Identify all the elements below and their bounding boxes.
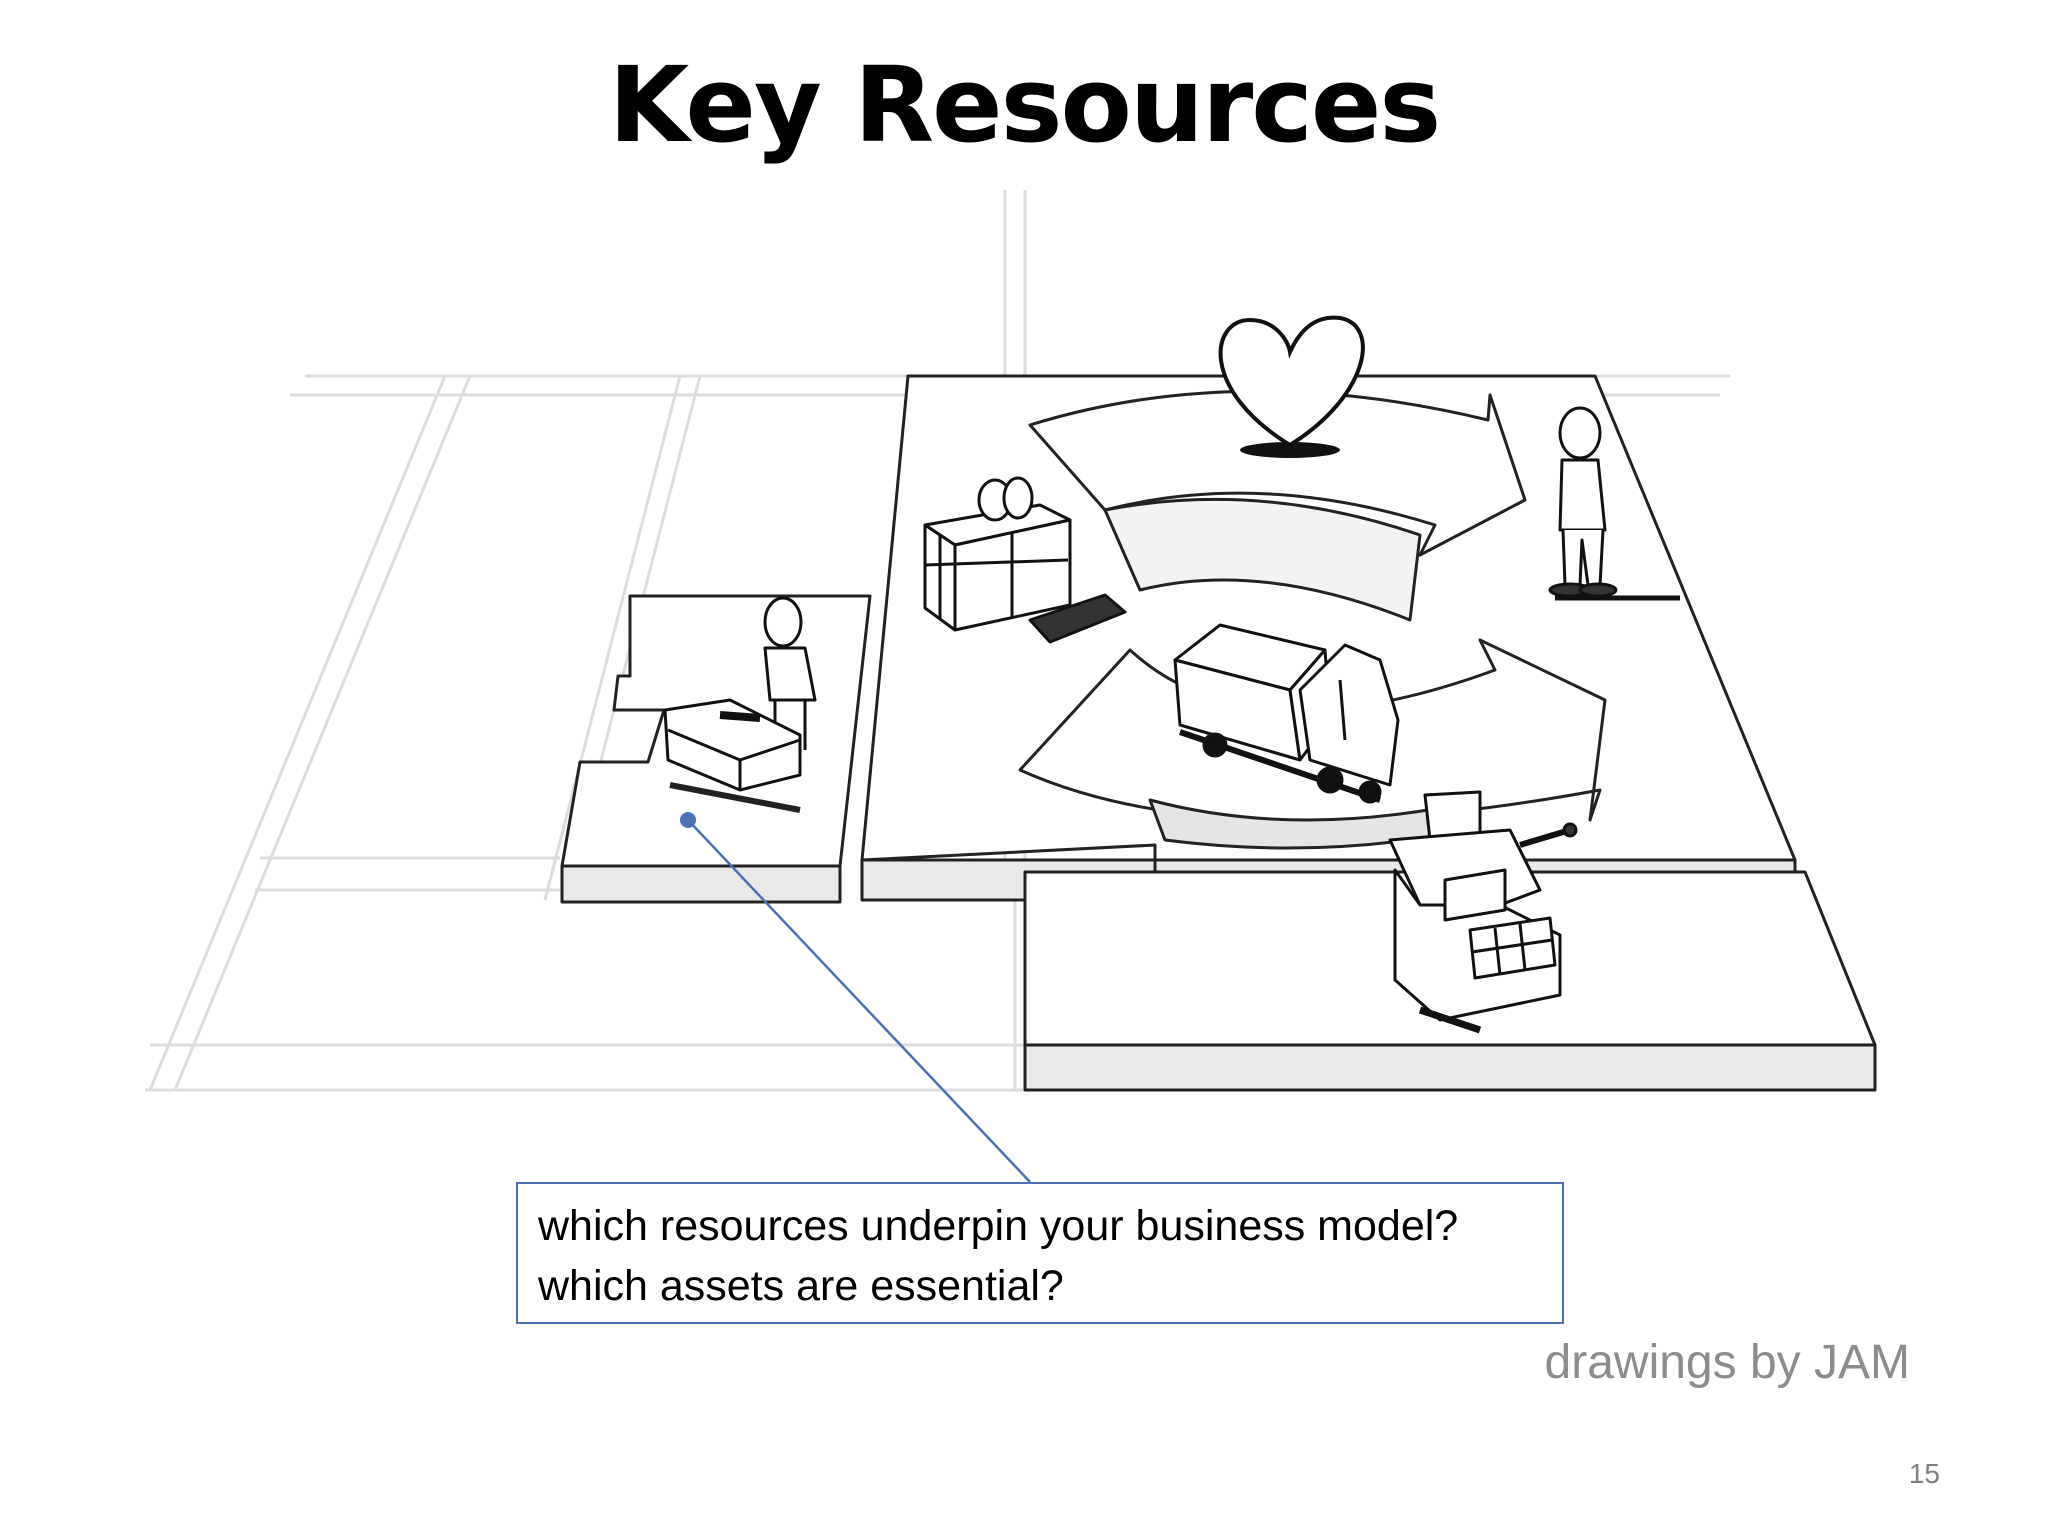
delivery-truck-icon bbox=[1173, 623, 1400, 804]
page-number: 15 bbox=[1908, 1458, 1940, 1489]
hand-cart-icon bbox=[663, 596, 817, 813]
callout-question-2: which assets are essential? bbox=[538, 1262, 1064, 1310]
cash-register-icon bbox=[1388, 790, 1578, 1034]
callout-connector bbox=[680, 812, 1031, 1183]
drawing-credit: drawings by JAM bbox=[1544, 1336, 1910, 1389]
gift-box-icon bbox=[923, 476, 1127, 644]
slide-title: Key Resources bbox=[608, 44, 1442, 166]
callout-box: which resources underpin your business m… bbox=[516, 1182, 1564, 1324]
callout-question-1: which resources underpin your business m… bbox=[538, 1202, 1459, 1250]
heart-icon bbox=[1218, 315, 1365, 458]
person-icon bbox=[1548, 406, 1680, 601]
